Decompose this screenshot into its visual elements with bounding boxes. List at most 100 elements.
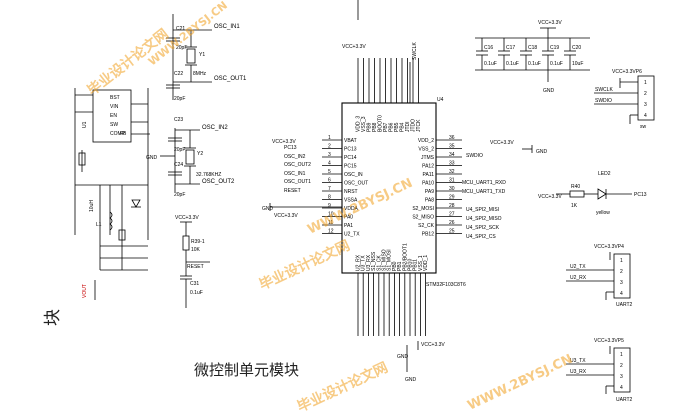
mcu-left-pin-name: VDDA <box>344 206 359 212</box>
mcu-bottom-pin-name: PB10 <box>408 259 414 271</box>
watermark-cn-3: 毕业设计论文网 <box>295 359 391 416</box>
bottom-net-vcc: VCC+3.3V <box>421 342 445 348</box>
mcu-left-pin-num: 10 <box>328 212 334 218</box>
uart2-net-tx: U2_TX <box>570 264 586 270</box>
uart2-pin-4: 4 <box>620 291 623 297</box>
reset-resistor <box>182 235 190 251</box>
decap-ref: C17 <box>506 45 515 51</box>
uart2-pin-2: 2 <box>620 269 623 275</box>
decap-ref: C20 <box>572 45 581 51</box>
mcu-bottom-pin-name: U3_RX <box>366 254 372 271</box>
left-block-label: 块 <box>43 309 63 326</box>
crystal-y2-circuit: OSC_IN2 OSC_OUT2 Y2 32.768KHZ C23 20pF C… <box>146 117 235 198</box>
swd-connector <box>637 75 655 121</box>
power-pin-comp: COMP <box>110 131 126 137</box>
left-net-pc13: PC13 <box>284 145 297 151</box>
left-net-osc-in1: OSC_IN1 <box>284 171 306 177</box>
mcu-top-pin-name: PB8 <box>372 122 378 132</box>
c23-value: 20pF <box>174 147 185 153</box>
power-pin-bst: BST <box>110 95 120 101</box>
led-color: yellow <box>596 210 610 216</box>
mcu-right-pin-num: 26 <box>449 220 455 226</box>
c22-value: 20pF <box>174 96 185 102</box>
mcu-left-pin-name: OSC_OUT <box>344 181 368 187</box>
c21-ref: C21 <box>176 26 185 32</box>
uart3-pin-4: 4 <box>620 385 623 391</box>
led-circuit: VCC+3.3V R40 1K LED2 yellow PC13 <box>538 171 647 216</box>
left-net-osc-out2: OSC_OUT2 <box>284 162 311 168</box>
mcu-right-pin-name: PB12 <box>422 232 434 238</box>
right-net-uart1-txd: MCU_UART1_TXD <box>462 189 506 195</box>
mcu-bottom-pin-name: VSS_1 <box>418 255 424 271</box>
mcu-left-pin-num: 11 <box>328 220 333 226</box>
mcu-right-pin-num: 28 <box>449 203 455 209</box>
decoupling-caps: VCC+3.3V GND C160.1uFC170.1uFC180.1uFC19… <box>475 20 590 94</box>
mcu-bottom-pin-name: VDD_1 <box>423 255 429 271</box>
power-ic-body <box>92 89 132 143</box>
reset-r-value: 10K <box>191 247 201 253</box>
mcu-left-pin-num: 2 <box>328 144 331 150</box>
led-r-value: 1K <box>571 203 578 209</box>
mcu-bottom-pin-name: PB0 <box>392 261 398 271</box>
mcu-right-pins: 36VDD_235VSS_234JTMS33PA1232PA1131PA1030… <box>412 135 462 238</box>
mcu-bottom-pin-name: PB2/BOOT1 <box>402 243 408 271</box>
decoupling-gnd-label: GND <box>543 88 555 94</box>
reset-net-label: RESET <box>187 264 204 270</box>
mcu-top-pin-name: PB6 <box>389 122 395 132</box>
mcu-left-pin-name: VBAT <box>344 138 357 144</box>
crystal-y1-circuit: OSC_IN1 OSC_OUT1 Y1 8MHz C21 20pF C22 20… <box>166 14 247 102</box>
c24-ref: C24 <box>174 162 183 168</box>
osc-in1-label: OSC_IN1 <box>214 24 240 30</box>
c24-value: 20pF <box>174 192 185 198</box>
mcu-right-pin-name: S2_MOSI <box>412 206 434 212</box>
mcu-right-pin-num: 27 <box>449 212 455 218</box>
swd-vcc-label: VCC+3.3VP6 <box>612 69 642 75</box>
swd-pin-1: 1 <box>644 80 647 86</box>
power-pin-fb: FB <box>120 131 127 137</box>
mcu-right-pin-num: 25 <box>449 229 455 235</box>
led-vcc-label: VCC+3.3V <box>538 194 562 200</box>
mcu-right-pin-num: 32 <box>449 169 455 175</box>
led-ref: LED2 <box>598 171 611 177</box>
mcu-right-pin-name: PA9 <box>425 189 434 195</box>
mcu-left-pin-num: 4 <box>328 161 331 167</box>
mcu-bottom-pin-name: S1_MISO <box>382 249 388 271</box>
uart2-header: VCC+3.3VP4 1 2 3 4 U2_TX U2_RX UART2 <box>566 244 633 308</box>
mcu-left-pin-name: PC13 <box>344 147 357 153</box>
decap-ref: C19 <box>550 45 559 51</box>
mcu-left-pin-num: 12 <box>328 229 334 235</box>
mcu-bottom-pin-name: S1_CK <box>376 254 382 271</box>
mcu-top-pin-name: PB9 <box>367 122 373 132</box>
right-net-labels: VCC+3.3V GND SWDIO MCU_UART1_RXD MCU_UAR… <box>462 140 548 240</box>
led-resistor <box>569 190 585 198</box>
led-net-pc13: PC13 <box>634 192 647 198</box>
mcu-top-pin-name: JTDI <box>405 121 411 132</box>
mcu-left-pin-name: PA0 <box>344 215 353 221</box>
mcu-left-pin-num: 9 <box>328 203 331 209</box>
mcu-left-pin-num: 6 <box>328 178 331 184</box>
mcu-right-pin-num: 31 <box>449 178 455 184</box>
left-net-gnd: GND <box>262 206 274 212</box>
mcu-right-pin-num: 29 <box>449 195 455 201</box>
osc-in2-label: OSC_IN2 <box>202 125 228 131</box>
power-ic-ref: U1 <box>82 121 88 128</box>
uart2-connector <box>613 253 631 299</box>
mcu-left-pin-name: NRST <box>344 189 358 195</box>
mcu-right-pin-num: 30 <box>449 186 455 192</box>
mcu-top-pin-name: PB4 <box>400 122 406 132</box>
decap-value: 0.1uF <box>506 61 519 67</box>
mcu-bottom-pin-name: S1_NSS <box>371 251 377 271</box>
uart2-pin-3: 3 <box>620 280 623 286</box>
swd-net-swdio: SWDIO <box>595 98 612 104</box>
mcu-left-pin-num: 3 <box>328 152 331 158</box>
right-net-spi2-misi: U4_SPI2_MISI <box>466 207 499 213</box>
power-pin-en: EN <box>110 113 117 119</box>
uart3-pin-3: 3 <box>620 374 623 380</box>
vout-net: VOUT <box>82 284 88 298</box>
osc-out1-label: OSC_OUT1 <box>214 76 247 82</box>
